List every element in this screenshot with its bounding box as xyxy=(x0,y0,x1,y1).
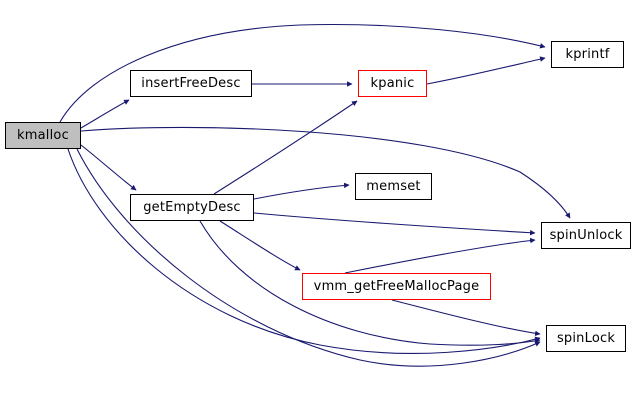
node-label-insertfreedesc: insertFreeDesc xyxy=(141,76,241,91)
edge-vmm-spinlock xyxy=(391,299,541,337)
edge-kpanic-kprintf xyxy=(426,56,546,85)
node-spinunlock[interactable]: spinUnlock xyxy=(541,222,631,249)
node-insertfreedesc[interactable]: insertFreeDesc xyxy=(130,70,252,97)
node-memset[interactable]: memset xyxy=(355,173,432,200)
node-label-spinunlock: spinUnlock xyxy=(549,228,623,243)
node-label-kprintf: kprintf xyxy=(565,47,610,62)
edge-getemptydesc-spinunlock xyxy=(253,212,536,236)
node-getemptydesc[interactable]: getEmptyDesc xyxy=(130,194,254,221)
node-label-kpanic: kpanic xyxy=(370,76,415,91)
node-kprintf[interactable]: kprintf xyxy=(551,41,624,68)
node-label-getemptydesc: getEmptyDesc xyxy=(143,200,241,215)
node-vmm-getfreemallocpage[interactable]: vmm_getFreeMallocPage xyxy=(302,273,491,300)
edge-kmalloc-getemptydesc xyxy=(80,144,137,191)
node-label-spinlock: spinLock xyxy=(556,331,616,346)
edge-kmalloc-insertfreedesc xyxy=(80,99,130,129)
node-spinlock[interactable]: spinLock xyxy=(546,325,626,352)
node-label-vmm-getfreemallocpage: vmm_getFreeMallocPage xyxy=(313,279,480,294)
edge-getemptydesc-memset xyxy=(253,182,350,200)
edge-getemptydesc-vmm xyxy=(219,220,301,271)
node-kpanic[interactable]: kpanic xyxy=(358,70,427,97)
node-kmalloc[interactable]: kmalloc xyxy=(5,122,81,149)
edge-kmalloc-spinlock-1 xyxy=(76,148,541,367)
edge-getemptydesc-kpanic xyxy=(213,100,358,195)
node-label-kmalloc: kmalloc xyxy=(17,128,69,143)
edge-kmalloc-spinlock-2 xyxy=(67,148,541,354)
edge-vmm-spinunlock xyxy=(344,237,536,274)
node-label-memset: memset xyxy=(366,179,421,194)
